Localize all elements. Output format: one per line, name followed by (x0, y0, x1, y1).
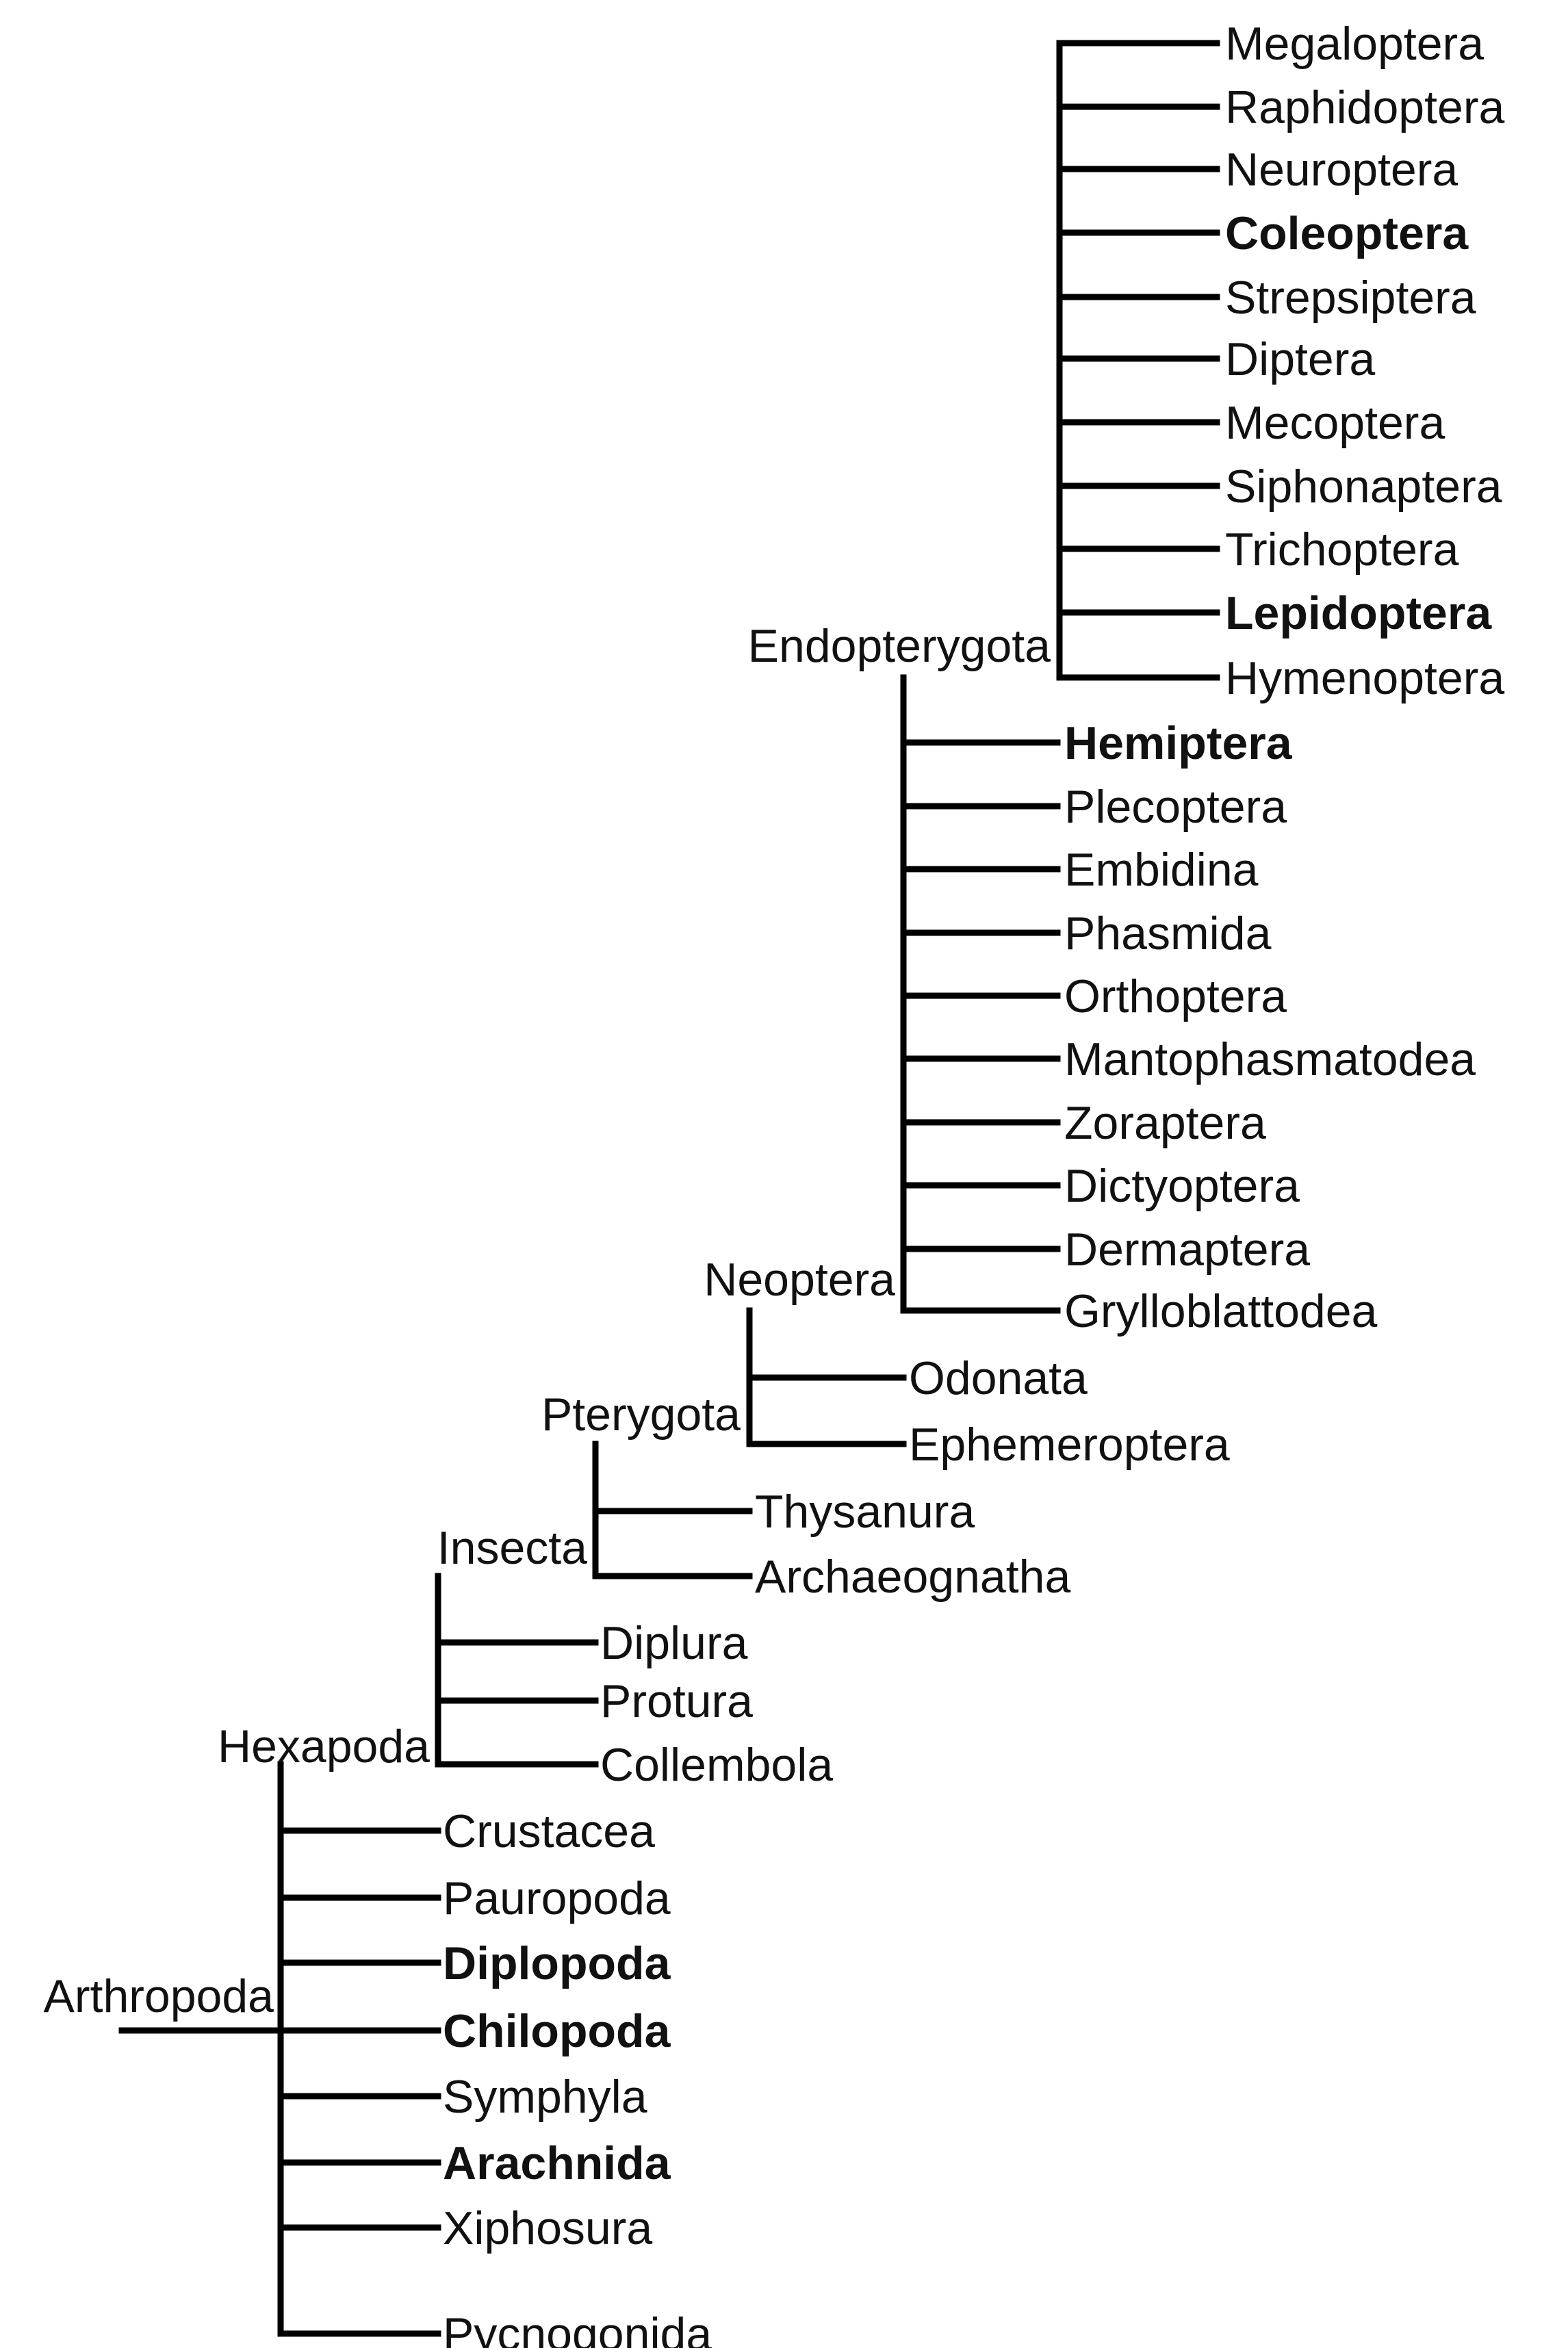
taxon-embidina: Embidina (1064, 844, 1259, 896)
taxon-dictyoptera: Dictyoptera (1064, 1160, 1300, 1212)
taxon-strepsiptera: Strepsiptera (1225, 272, 1476, 324)
clade-label-endopterygota: Endopterygota (748, 620, 1051, 672)
taxon-protura: Protura (600, 1675, 753, 1727)
taxon-megaloptera: Megaloptera (1225, 18, 1484, 70)
taxon-lepidoptera: Lepidoptera (1225, 587, 1492, 639)
taxon-ephemeroptera: Ephemeroptera (909, 1419, 1230, 1471)
taxon-raphidoptera: Raphidoptera (1225, 81, 1504, 133)
taxon-pycnogonida: Pycnogonida (443, 2308, 712, 2348)
taxon-pauropoda: Pauropoda (443, 1872, 671, 1924)
taxon-xiphosura: Xiphosura (443, 2202, 652, 2254)
taxon-coleoptera: Coleoptera (1225, 207, 1469, 259)
taxon-diptera: Diptera (1225, 333, 1375, 385)
clade-label-neoptera: Neoptera (704, 1254, 895, 1306)
taxon-crustacea: Crustacea (443, 1805, 655, 1857)
taxon-diplopoda: Diplopoda (443, 1937, 671, 1989)
taxon-zoraptera: Zoraptera (1064, 1097, 1266, 1149)
taxon-phasmida: Phasmida (1064, 907, 1272, 959)
taxon-mecoptera: Mecoptera (1225, 397, 1445, 449)
taxon-diplura: Diplura (600, 1617, 748, 1669)
taxon-plecoptera: Plecoptera (1064, 781, 1287, 833)
tree-branches (118, 40, 1220, 2337)
taxon-neuroptera: Neuroptera (1225, 144, 1458, 196)
taxon-chilopoda: Chilopoda (443, 2005, 671, 2057)
taxon-grylloblattodea: Grylloblattodea (1064, 1285, 1378, 1337)
taxon-hemiptera: Hemiptera (1064, 717, 1293, 769)
taxon-thysanura: Thysanura (755, 1486, 975, 1538)
clade-label-pterygota: Pterygota (541, 1389, 741, 1441)
taxon-trichoptera: Trichoptera (1225, 524, 1459, 576)
taxon-hymenoptera: Hymenoptera (1225, 652, 1504, 704)
taxon-odonata: Odonata (909, 1352, 1088, 1404)
taxon-siphonaptera: Siphonaptera (1225, 461, 1502, 513)
taxon-orthoptera: Orthoptera (1064, 970, 1287, 1022)
taxon-symphyla: Symphyla (443, 2071, 647, 2123)
clade-label-insecta: Insecta (437, 1522, 587, 1574)
taxon-dermaptera: Dermaptera (1064, 1224, 1310, 1276)
clade-label-hexapoda: Hexapoda (218, 1720, 430, 1772)
taxon-arachnida: Arachnida (443, 2137, 671, 2189)
taxon-archaeognatha: Archaeognatha (755, 1551, 1070, 1603)
clade-label-arthropoda: Arthropoda (44, 1970, 274, 2022)
taxon-collembola: Collembola (600, 1739, 833, 1791)
taxon-mantophasmatodea: Mantophasmatodea (1064, 1033, 1476, 1085)
tree-labels: MegalopteraRaphidopteraNeuropteraColeopt… (44, 18, 1505, 2348)
